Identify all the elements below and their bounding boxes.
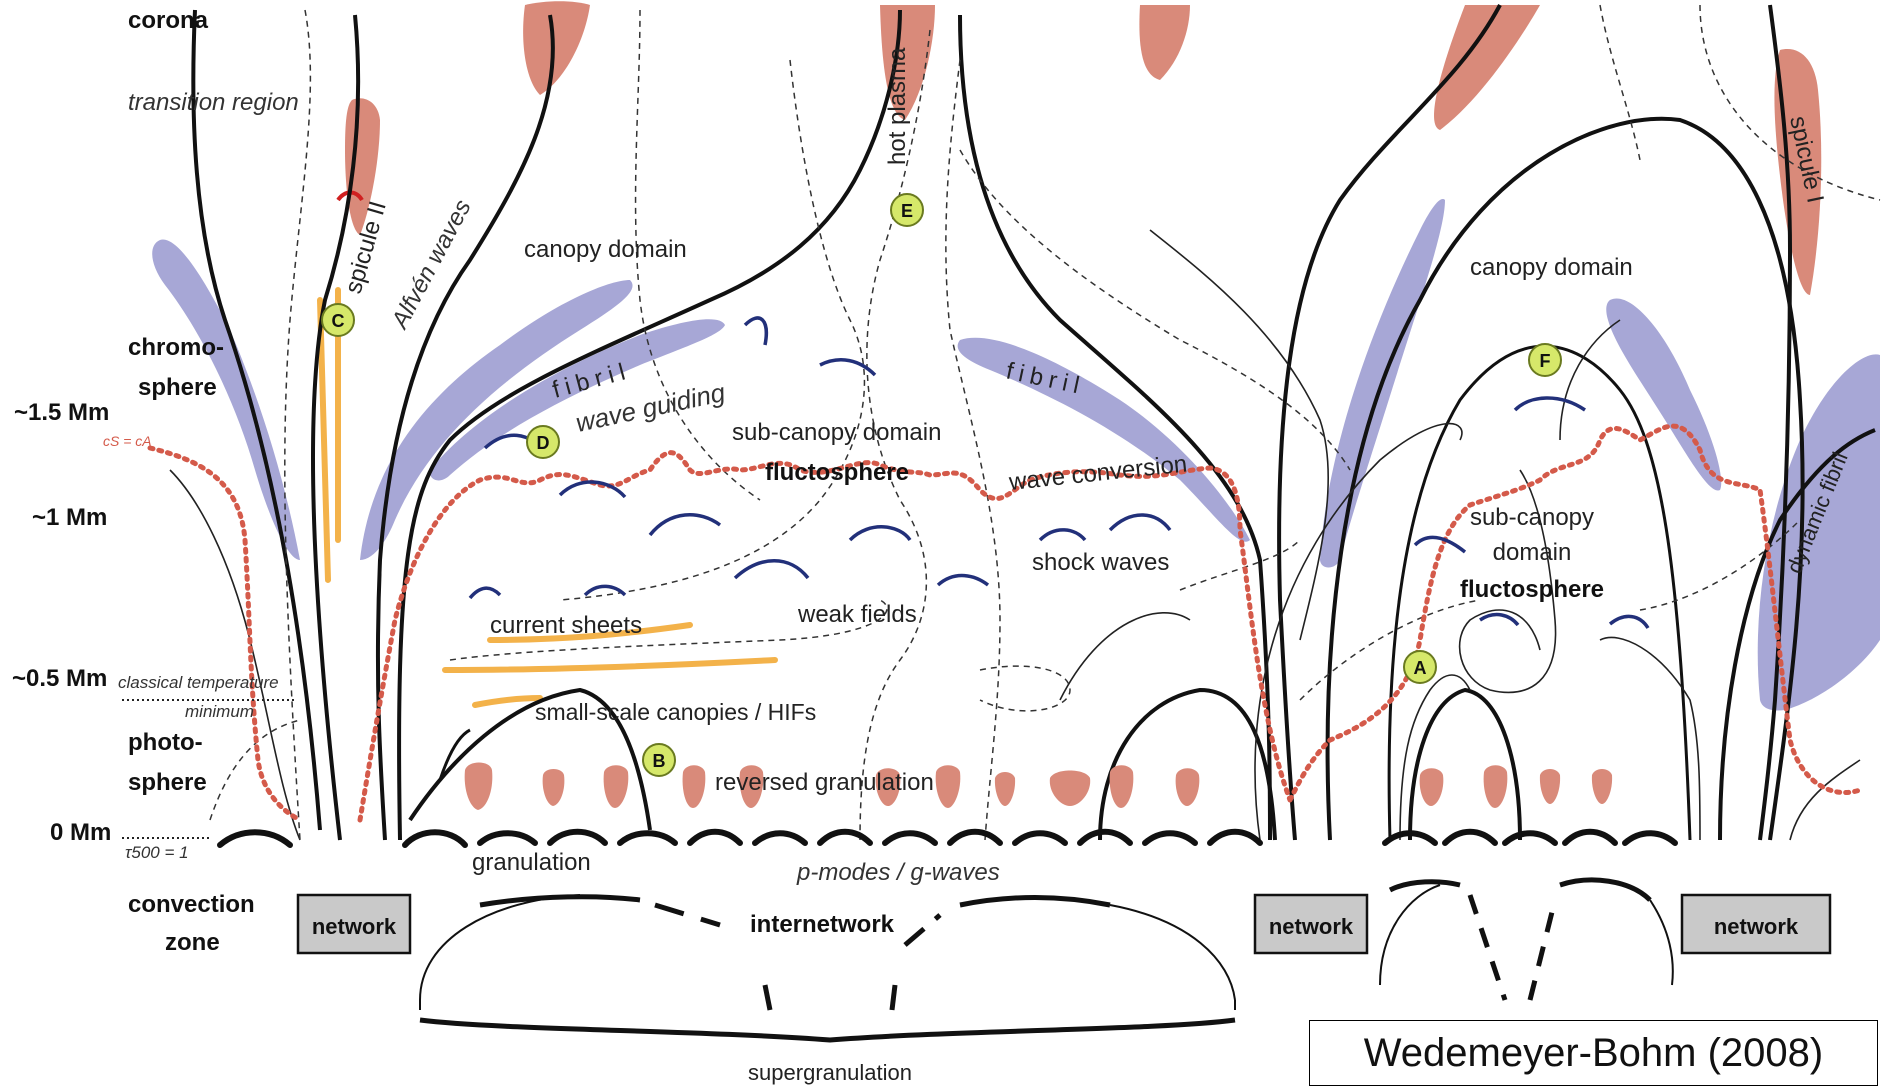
height-0-5mm: ~0.5 Mm — [12, 665, 107, 692]
granulation-bumps — [220, 832, 1675, 845]
network-label-middle: network — [1269, 914, 1354, 939]
field-lines-thin — [170, 230, 1860, 840]
height-1mm: ~1 Mm — [32, 504, 107, 531]
marker-label-e: E — [901, 201, 913, 221]
circle-markers — [322, 194, 1561, 776]
label-small-scale: small-scale canopies / HIFs — [535, 699, 816, 725]
label-weak-fields: weak fields — [797, 601, 917, 628]
label-pmodes: p-modes / g-waves — [796, 859, 1000, 886]
label-photosphere-2: sphere — [128, 769, 207, 796]
label-wave-conversion: wave conversion — [1007, 450, 1189, 496]
label-fluctosphere-left: fluctosphere — [765, 459, 909, 486]
network-label-right: network — [1714, 914, 1799, 939]
label-minimum: minimum — [185, 702, 254, 721]
label-hot-plasma: hot plasma — [884, 47, 911, 165]
label-canopy-left: canopy domain — [524, 236, 687, 263]
label-chromosphere-1: chromo- — [128, 334, 224, 361]
label-convection-1: convection — [128, 891, 255, 918]
marker-label-d: D — [537, 433, 550, 453]
label-alfven-waves: Alfvén waves — [386, 195, 477, 334]
label-internetwork: internetwork — [750, 911, 895, 938]
supergranulation-structure — [420, 880, 1673, 1040]
credit-box: Wedemeyer-Bohm (2008) — [1309, 1020, 1878, 1086]
label-tau: τ500 = 1 — [125, 843, 189, 862]
label-classical-temp: classical temperature — [118, 673, 279, 692]
height-1-5mm: ~1.5 Mm — [14, 399, 109, 426]
label-sub-canopy-right-1: sub-canopy — [1470, 504, 1594, 531]
label-chromosphere-2: sphere — [138, 374, 217, 401]
label-photosphere-1: photo- — [128, 729, 203, 756]
label-granulation: granulation — [472, 849, 591, 876]
label-sub-canopy-left: sub-canopy domain — [732, 419, 941, 446]
label-shock-waves: shock waves — [1032, 549, 1169, 576]
label-supergranulation: supergranulation — [748, 1060, 912, 1085]
network-boxes — [298, 895, 1830, 953]
network-label-left: network — [312, 914, 397, 939]
label-sub-canopy-right-2: domain — [1493, 539, 1572, 566]
label-canopy-right: canopy domain — [1470, 254, 1633, 281]
label-convection-2: zone — [165, 929, 220, 956]
marker-label-a: A — [1414, 658, 1427, 678]
label-reversed-granulation: reversed granulation — [715, 769, 934, 796]
label-current-sheets: current sheets — [490, 612, 642, 639]
marker-label-f: F — [1540, 351, 1551, 371]
label-corona: corona — [128, 7, 209, 34]
label-cs-ca: cS = cA — [103, 433, 152, 449]
label-fluctosphere-right: fluctosphere — [1460, 576, 1604, 603]
marker-label-b: B — [653, 751, 666, 771]
label-transition-region: transition region — [128, 89, 299, 116]
height-0mm: 0 Mm — [50, 819, 111, 846]
marker-label-c: C — [332, 311, 345, 331]
